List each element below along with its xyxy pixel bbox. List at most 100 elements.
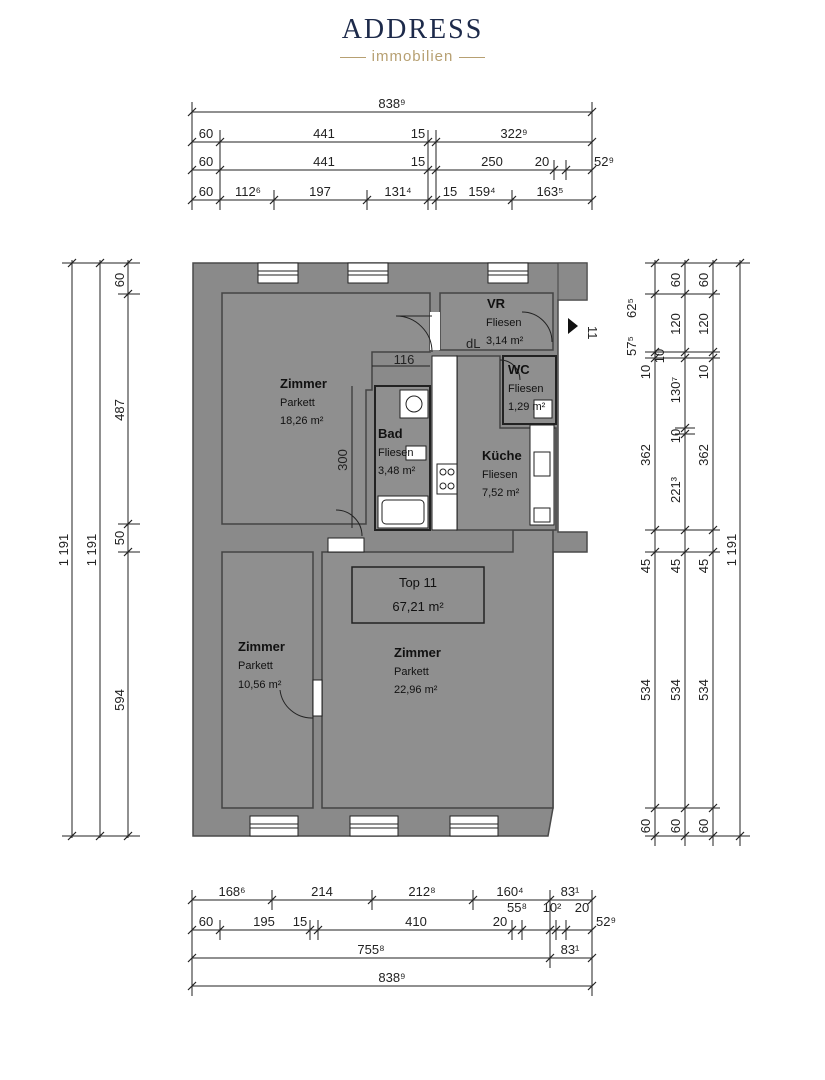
dim-top-r3-4: 131⁴ [384, 184, 411, 199]
room-6-area: 10,56 m² [238, 679, 282, 691]
dim-bottom-total: 838⁹ [378, 970, 405, 985]
dim-right-c2-6: 221³ [668, 476, 683, 503]
dim-right-c3-2: 120 [696, 313, 711, 335]
dim-bottom-r3-1: 755⁸ [357, 942, 384, 957]
dim-bottom-r1-1: 168⁶ [218, 884, 245, 899]
dim-left-seg-1: 60 [112, 273, 127, 287]
door-swing-bad [335, 509, 363, 537]
dim-right-c3-4: 362 [696, 444, 711, 466]
dim-top-r2-3: 15 [411, 154, 425, 169]
room-7-name: Zimmer [394, 645, 441, 660]
room-3-floor: Fliesen [508, 383, 543, 395]
room-1-floor: Parkett [280, 397, 315, 409]
window-top-1 [257, 262, 299, 284]
room-6-floor: Parkett [238, 660, 273, 672]
dim-top-r2-5: 20 [535, 154, 549, 169]
dim-bottom-r2-9: 52⁹ [596, 914, 616, 929]
dim-bottom-r2-2: 195 [253, 914, 275, 929]
dim-right-c3-5: 45 [696, 559, 711, 573]
dim-top-r1-2: 441 [313, 126, 335, 141]
kitchen-counter-strip [431, 355, 458, 531]
dim-top-r2-4: 250 [481, 154, 503, 169]
room-4-name: Bad [378, 426, 403, 441]
brand-name: ADDRESS [341, 14, 484, 45]
tagline-rule-left [339, 56, 366, 58]
door-swing-entrance [521, 311, 553, 343]
door-opening-zimmer-small [312, 679, 323, 717]
brand-logo: ADDRESS immobilien [0, 14, 825, 65]
kitchen-sink-fixture [529, 424, 555, 526]
dim-top-total: 838⁹ [378, 96, 405, 111]
door-opening-zimmer-center [327, 537, 365, 553]
window-bottom-1 [249, 815, 299, 837]
dim-right-c2-3: 10 [652, 349, 667, 363]
dim-right-c2-7: 45 [668, 559, 683, 573]
dim-right-c2-1: 60 [668, 273, 683, 287]
dim-left-total-1: 1 191 [56, 534, 71, 567]
window-top-3 [487, 262, 529, 284]
entrance-arrow-icon [568, 318, 578, 334]
dim-bottom-r2-6: 55⁸ [507, 900, 527, 915]
dim-right-c1-3: 10 [638, 365, 653, 379]
dim-bottom-r1-5: 83¹ [561, 884, 580, 899]
dim-top-r3-6: 159⁴ [468, 184, 495, 199]
dim-bottom-r1-3: 212⁸ [408, 884, 435, 899]
room-2-name: VR [487, 296, 506, 311]
dim-top-r3-1: 60 [199, 184, 213, 199]
stove-fixture [436, 463, 458, 495]
dim-right-c2-8: 534 [668, 679, 683, 701]
mark-bad-height: 300 [335, 449, 350, 471]
room-7-area: 22,96 m² [394, 684, 438, 696]
room-4-floor: Fliesen [378, 447, 413, 459]
window-top-2 [347, 262, 389, 284]
door-opening-vr [430, 312, 440, 350]
dim-right-c3-7: 60 [696, 819, 711, 833]
brand-tagline-row: immobilien [0, 48, 825, 65]
dim-bottom-r2-7: 10² [543, 900, 562, 915]
bottom-dimension-labels: 168⁶ 214 212⁸ 160⁴ 83¹ 60 195 15 410 20 … [199, 884, 616, 985]
dim-right-c3-1: 60 [696, 273, 711, 287]
unit-area: 67,21 m² [392, 599, 444, 614]
right-dimensions [645, 260, 750, 846]
dim-right-c1-1: 57⁵ [624, 336, 639, 356]
room-7-floor: Parkett [394, 666, 429, 678]
dim-right-total: 1 191 [724, 534, 739, 567]
room-1-area: 18,26 m² [280, 415, 324, 427]
washer-fixture [399, 389, 429, 419]
entrance-number: 11 [585, 326, 600, 340]
dim-top-r2-2: 441 [313, 154, 335, 169]
dim-bottom-r2-1: 60 [199, 914, 213, 929]
dim-bottom-r3-2: 83¹ [561, 942, 580, 957]
dim-top-r2-6: 52⁹ [594, 154, 614, 169]
room-1-name: Zimmer [280, 376, 327, 391]
dim-left-seg-2: 487 [112, 399, 127, 421]
room-labels: Zimmer Parkett 18,26 m² VR Fliesen 3,14 … [238, 296, 546, 696]
brand-tagline: immobilien [371, 48, 454, 65]
dim-top-r3-2: 112⁶ [235, 184, 261, 199]
room-2-area: 3,14 m² [486, 335, 524, 347]
dim-right-c1-7: 60 [638, 819, 653, 833]
room-3-name: WC [508, 362, 530, 377]
room-4-area: 3,48 m² [378, 465, 416, 477]
room-6-name: Zimmer [238, 639, 285, 654]
door-swing-zimmer-small [279, 689, 314, 719]
mark-dl: dL [466, 336, 480, 351]
unit-box [351, 566, 485, 624]
dim-right-c2-9: 60 [668, 819, 683, 833]
left-dimensions [62, 260, 140, 838]
window-bottom-3 [449, 815, 499, 837]
dim-left-total-2: 1 191 [84, 534, 99, 567]
dim-right-c1-4: 362 [638, 444, 653, 466]
window-bottom-2 [349, 815, 399, 837]
plan-body: 11 dL 116 300 [192, 262, 600, 837]
dim-right-c1-2: 62⁵ [624, 298, 639, 318]
dim-bottom-r2-4: 410 [405, 914, 427, 929]
toilet-fixture [533, 399, 553, 419]
dim-top-r1-1: 60 [199, 126, 213, 141]
dim-right-c3-3: 10 [696, 365, 711, 379]
dim-right-c2-4: 130⁷ [668, 377, 683, 404]
room-5-floor: Fliesen [482, 469, 517, 481]
top-dimension-labels: 838⁹ 60 441 15 322⁹ 60 441 15 250 20 52⁹… [199, 96, 614, 199]
door-swing-wc [499, 359, 521, 381]
